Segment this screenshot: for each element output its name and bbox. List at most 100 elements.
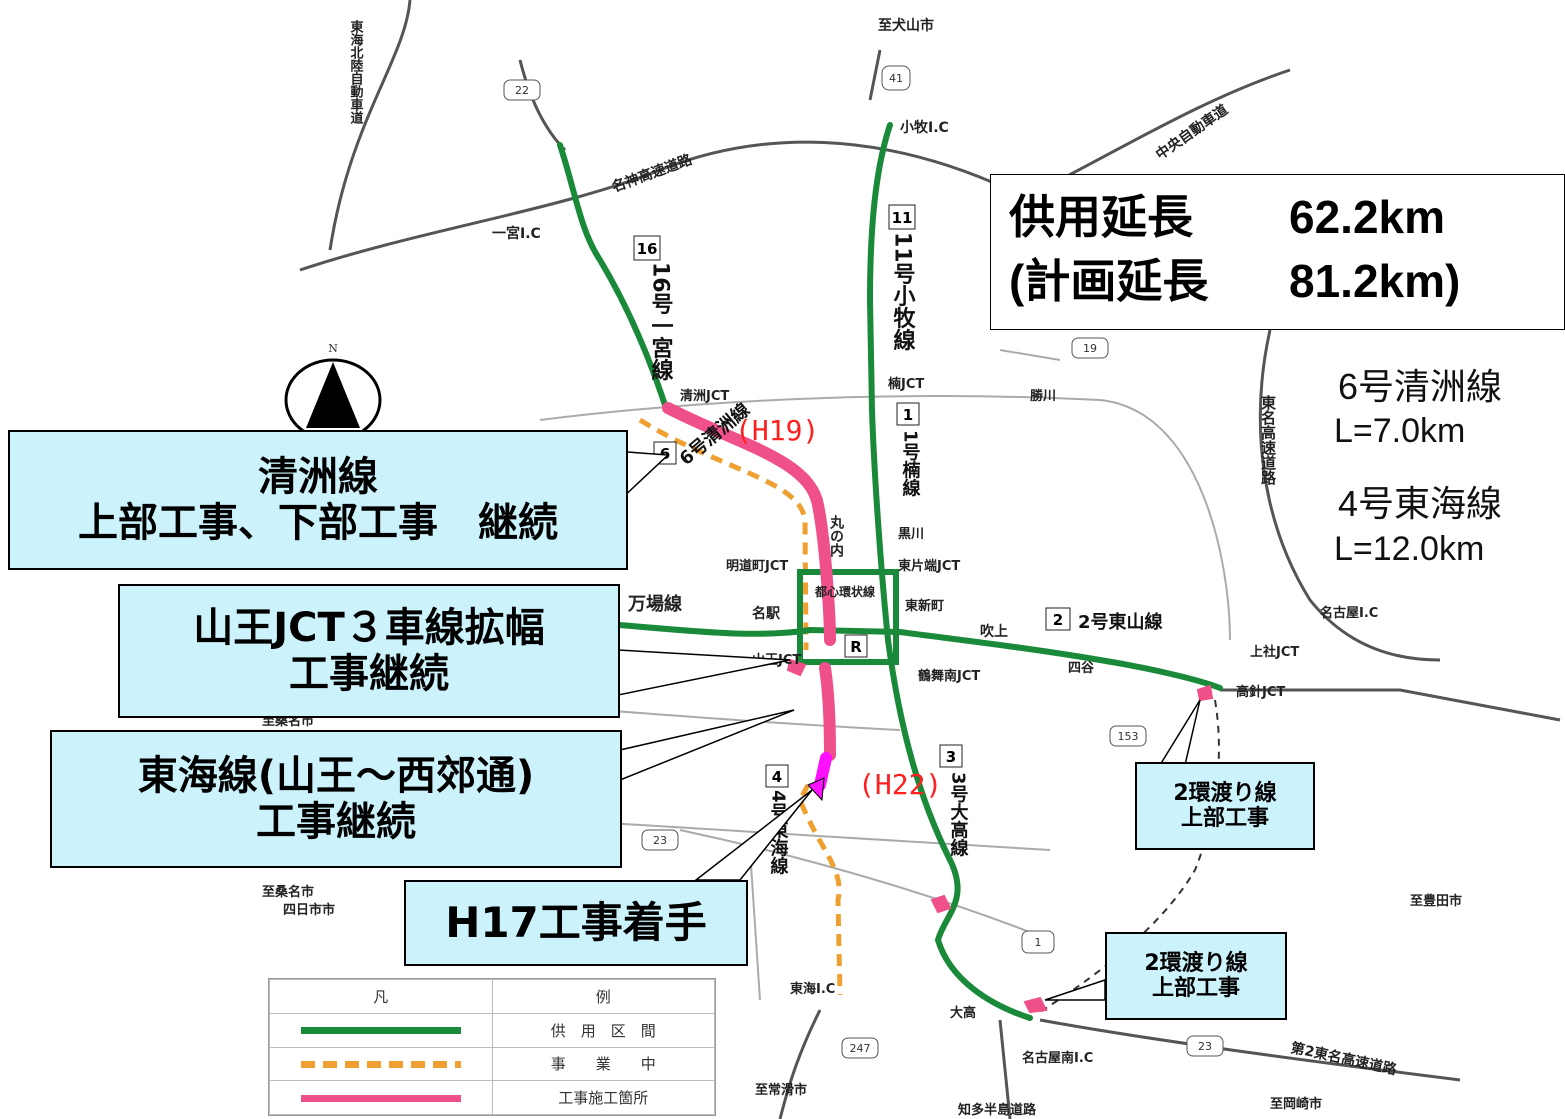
label-inuyama: 至犬山市 xyxy=(878,17,934,34)
route-box-r: R xyxy=(850,638,862,656)
label-odaka: 大高 xyxy=(950,1005,976,1021)
route-name-16: 16号一宮線 xyxy=(648,262,674,381)
label-meido-jct: 明道町JCT xyxy=(726,558,788,574)
callout-watari-upper-line2: 上部工事 xyxy=(1180,806,1269,831)
label-marunouchi: 丸の内 xyxy=(828,514,845,558)
callout-kiyosu: 清洲線 上部工事、下部工事 継続 xyxy=(8,430,628,570)
route-name-11: 11号小牧線 xyxy=(890,232,916,351)
label-tokai-hokuriku: 東海北陸自動車道 xyxy=(348,19,364,125)
label-higashi-katahata: 東片端JCT xyxy=(898,558,960,574)
callout-h17: H17工事着手 xyxy=(404,880,748,966)
callout-tokai-line1: 東海線(山王～西郊通) xyxy=(137,753,535,799)
service-length-label: 供用延長 xyxy=(1009,191,1193,243)
route-box-1: 1 xyxy=(903,406,913,424)
route-number-boxes: 16 11 1 6 2 4 3 R xyxy=(633,204,1071,788)
marker-h22: (H22) xyxy=(858,768,942,801)
kiyosu-line-length: L=7.0km xyxy=(1334,412,1466,450)
route-box-4: 4 xyxy=(772,768,782,786)
service-length-row: 供用延長 62.2km xyxy=(1009,189,1548,245)
label-katsukawa: 勝川 xyxy=(1030,388,1056,404)
legend-swatch-in-service xyxy=(300,1027,461,1035)
label-tomei: 東名高速道路 xyxy=(1259,394,1277,485)
construction-sections xyxy=(662,402,1214,1014)
shield-22: 22 xyxy=(515,84,529,97)
label-second-tomei: 第2東名高速道路 xyxy=(1289,1039,1399,1078)
label-toshin-loop: 都心環状線 xyxy=(814,584,875,599)
label-kiyosu-jct: 清洲JCT xyxy=(680,388,729,404)
legend-title-right: 例 xyxy=(491,979,715,1014)
route-box-2: 2 xyxy=(1053,611,1063,629)
legend-swatch-construction xyxy=(300,1094,461,1102)
label-ichinomiya-ic: 一宮I.C xyxy=(492,225,541,242)
label-chita: 知多半島道路 xyxy=(958,1102,1037,1118)
route-box-16: 16 xyxy=(637,240,658,258)
plan-length-row: (計画延長 81.2km) xyxy=(1009,253,1548,309)
marker-h19: (H19) xyxy=(735,414,819,447)
callout-watari-upper-line1: 2環渡り線 xyxy=(1173,780,1277,806)
callout-kiyosu-line1: 清洲線 xyxy=(258,454,378,500)
route-box-11: 11 xyxy=(892,209,913,227)
map-legend: 凡 例 供 用 区 間 事 業 中 工事施工箇所 xyxy=(268,978,716,1116)
label-tokai-ic: 東海I.C xyxy=(790,981,835,997)
shield-247: 247 xyxy=(850,1042,871,1055)
kiyosu-line-name: 6号清洲線 xyxy=(1338,366,1503,407)
callout-watari-lower-line1: 2環渡り線 xyxy=(1144,950,1248,976)
label-tsurumai: 鶴舞南JCT xyxy=(918,668,980,684)
callout-watari-lower: 2環渡り線 上部工事 xyxy=(1105,932,1287,1020)
length-summary-box: 供用延長 62.2km (計画延長 81.2km) xyxy=(990,174,1565,330)
shield-19: 19 xyxy=(1083,342,1097,355)
legend-in-progress: 事 業 中 xyxy=(491,1046,715,1082)
label-takabari: 高針JCT xyxy=(1236,684,1285,700)
label-meishin: 名神高速道路 xyxy=(610,151,696,196)
legend-construction: 工事施工箇所 xyxy=(491,1080,715,1115)
label-kurokawa: 黒川 xyxy=(898,526,924,542)
callout-watari-upper: 2環渡り線 上部工事 xyxy=(1135,762,1315,850)
route-name-1: 1号楠線 xyxy=(900,430,921,497)
north-arrow-icon: N xyxy=(284,342,382,442)
shield-23b: 23 xyxy=(1198,1040,1212,1053)
in-progress-routes xyxy=(638,417,843,996)
label-manba: 万場線 xyxy=(627,593,682,615)
callout-sanno: 山王JCT３車線拡幅 工事継続 xyxy=(118,584,620,718)
legend-title-left: 凡 xyxy=(269,979,493,1014)
plan-length-value: 81.2km) xyxy=(1289,255,1461,307)
route-shields: 22 41 19 153 23 1 247 23 xyxy=(503,65,1224,1059)
service-length-value: 62.2km xyxy=(1289,191,1446,243)
label-yokkaichi: 四日市市 xyxy=(283,902,335,918)
shield-1: 1 xyxy=(1035,936,1042,949)
shield-41: 41 xyxy=(889,72,903,85)
callout-kiyosu-line2: 上部工事、下部工事 継続 xyxy=(78,500,558,546)
route-name-3: 3号大高線 xyxy=(948,772,969,857)
callout-h17-line1: H17工事着手 xyxy=(445,897,707,947)
route-box-3: 3 xyxy=(946,748,956,766)
north-label: N xyxy=(328,342,338,355)
label-higashi-shinmachi: 東新町 xyxy=(905,598,944,614)
route-box-6: 6 xyxy=(660,445,670,463)
tokai-line-name: 4号東海線 xyxy=(1338,483,1503,524)
callout-watari-lower-line2: 上部工事 xyxy=(1151,976,1240,1001)
label-nagoya-ic: 名古屋I.C xyxy=(1320,605,1378,621)
in-service-routes xyxy=(557,122,1223,1021)
label-okazaki: 至岡崎市 xyxy=(1270,1096,1322,1112)
route-name-2: 2号東山線 xyxy=(1078,611,1163,633)
legend-swatch-in-progress xyxy=(300,1060,461,1068)
plan-length-label: (計画延長 xyxy=(1009,255,1209,307)
label-kuwana: 至桑名市 xyxy=(262,884,314,900)
label-toyota: 至豊田市 xyxy=(1410,893,1462,909)
label-yotsuya: 四谷 xyxy=(1068,660,1095,676)
callout-sanno-line2: 工事継続 xyxy=(289,651,449,697)
callout-sanno-line1: 山王JCT３車線拡幅 xyxy=(193,605,545,651)
second-ring-planned xyxy=(1039,699,1220,1013)
label-tokoname: 至常滑市 xyxy=(755,1082,807,1098)
label-komaki-ic: 小牧I.C xyxy=(900,119,949,136)
label-kusunoki-jct: 楠JCT xyxy=(887,376,924,392)
shield-23: 23 xyxy=(653,834,667,847)
legend-in-service: 供 用 区 間 xyxy=(491,1012,715,1048)
shield-153: 153 xyxy=(1118,730,1139,743)
label-kamiyashiro: 上社JCT xyxy=(1250,644,1299,660)
callout-tokai: 東海線(山王～西郊通) 工事継続 xyxy=(50,730,622,868)
tokai-line-length: L=12.0km xyxy=(1334,530,1485,568)
callout-tokai-line2: 工事継続 xyxy=(256,799,416,845)
label-nagoya-minami: 名古屋南I.C xyxy=(1022,1050,1093,1066)
